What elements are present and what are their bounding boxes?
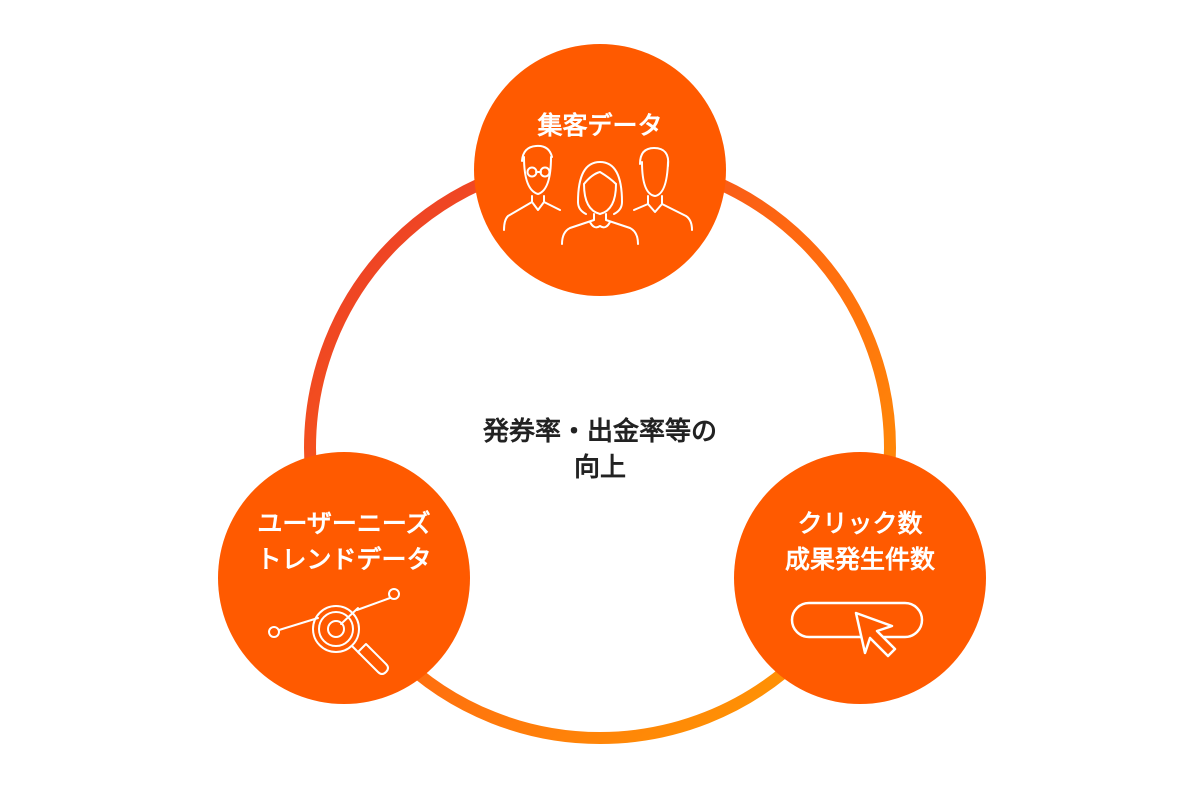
node-click-count-label: クリック数 成果発生件数: [734, 506, 986, 578]
people-icon: [503, 144, 693, 245]
node-user-needs-label: ユーザーニーズ トレンドデータ: [218, 506, 470, 578]
node-click-count: クリック数 成果発生件数: [734, 452, 986, 704]
node-click-count-line2: 成果発生件数: [784, 545, 935, 574]
node-user-needs-line1: ユーザーニーズ: [257, 509, 431, 538]
node-user-needs: ユーザーニーズ トレンドデータ: [218, 452, 470, 704]
center-label: 発券率・出金率等の 向上: [400, 414, 800, 486]
center-label-line2: 向上: [573, 453, 626, 483]
magnifier-trend-icon: [268, 588, 400, 675]
center-label-line1: 発券率・出金率等の: [482, 417, 717, 447]
node-visitor-data-label: 集客データ: [537, 111, 663, 140]
node-click-count-line1: クリック数: [797, 509, 923, 538]
node-visitor-data: 集客データ: [474, 44, 726, 296]
cursor-button-icon: [790, 601, 924, 658]
node-user-needs-line2: トレンドデータ: [256, 545, 432, 574]
